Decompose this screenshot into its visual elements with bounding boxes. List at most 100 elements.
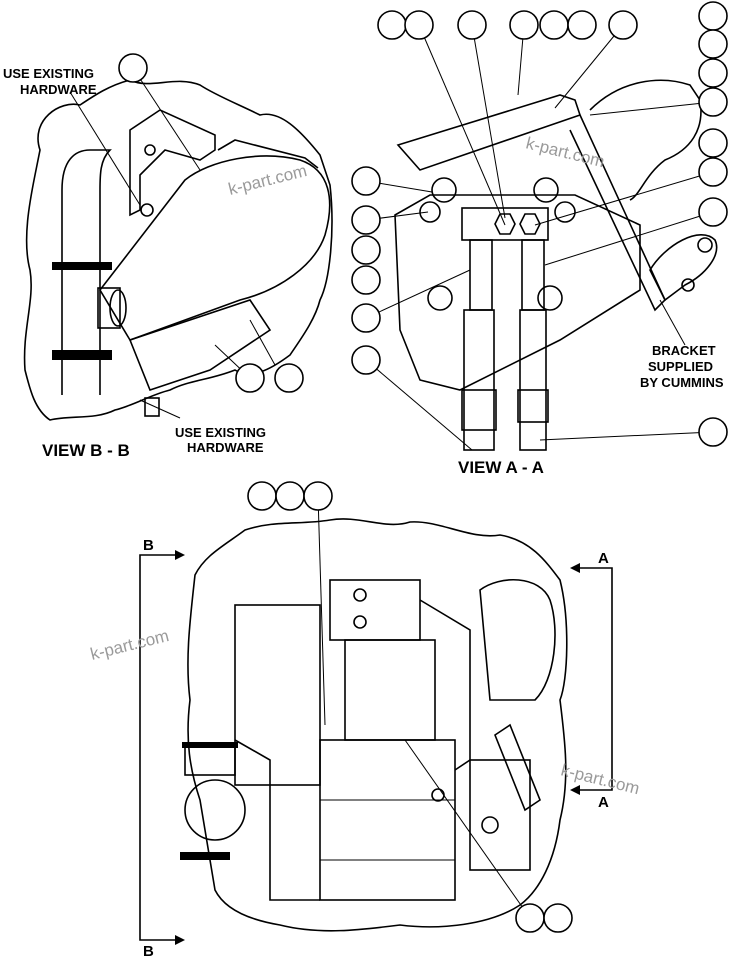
- view-a-arm-hole: [681, 278, 695, 292]
- main-callout-bubble: [515, 903, 545, 933]
- main-leader: [404, 739, 531, 919]
- view-b-leader-callout-3: [249, 319, 276, 366]
- view-b-clamp-upper: [52, 262, 112, 270]
- view-a-a: BRACKET SUPPLIED BY CUMMINS VIEW A - A k…: [351, 1, 728, 477]
- view-b-note-top-line1: USE EXISTING: [3, 66, 94, 81]
- view-a-hose-sleeve: [517, 389, 549, 423]
- view-a-bolt: [537, 285, 563, 311]
- view-a-callout-bubble: [608, 10, 638, 40]
- main-housing: [234, 604, 321, 786]
- view-b-leader-bottom-note: [139, 399, 181, 419]
- section-arrow-a-top: [570, 563, 580, 573]
- view-a-hose-left: [463, 309, 495, 451]
- main-break-outline: [187, 518, 568, 932]
- view-a-leader: [554, 24, 624, 109]
- view-a-manifold: [461, 207, 549, 241]
- view-a-callout-bubble: [698, 1, 728, 31]
- view-a-callout-bubble: [351, 303, 381, 333]
- view-a-callout-bubble: [351, 235, 381, 265]
- view-a-hex-fitting: [519, 213, 541, 235]
- main-right-bracket: [469, 759, 531, 871]
- view-a-callout-bubble: [698, 29, 728, 59]
- main-right-plate: [419, 599, 471, 771]
- view-b-callout-bubble: [118, 53, 148, 83]
- view-a-bolt: [419, 201, 441, 223]
- section-line-b: [139, 554, 175, 941]
- view-b-bolt-upper: [144, 144, 156, 156]
- view-a-hose-right: [519, 309, 547, 451]
- view-a-callout-bubble: [404, 10, 434, 40]
- view-a-mount-plate: [394, 194, 641, 391]
- view-a-note-line1: BRACKET: [652, 343, 716, 358]
- view-a-fitting-body: [469, 239, 493, 311]
- view-a-callout-bubble: [351, 345, 381, 375]
- view-a-arm-hole: [697, 237, 713, 253]
- main-center-column: [344, 639, 436, 741]
- main-housing-flange: [234, 739, 320, 901]
- main-callout-bubble: [275, 481, 305, 511]
- view-a-note-line3: BY CUMMINS: [640, 375, 724, 390]
- view-a-background-contour: [589, 79, 702, 201]
- view-a-callout-bubble: [698, 128, 728, 158]
- view-b-bolt-mid: [140, 203, 154, 217]
- view-a-callout-bubble: [698, 197, 728, 227]
- watermark: k-part.com: [524, 133, 607, 171]
- section-label-a-bottom: A: [598, 794, 609, 811]
- main-right-bolt: [481, 816, 499, 834]
- view-a-callout-bubble: [698, 87, 728, 117]
- watermark: k-part.com: [88, 626, 171, 664]
- view-b-flange-hole: [109, 289, 127, 327]
- view-b-flange: [97, 287, 121, 329]
- main-filter-clamp-lower: [180, 852, 230, 860]
- main-callout-bubble: [247, 481, 277, 511]
- watermark: k-part.com: [226, 161, 309, 199]
- view-a-top-bracket: [396, 94, 582, 171]
- view-a-title: VIEW A - A: [458, 458, 544, 477]
- view-b-hardware-bottom: [144, 397, 160, 417]
- view-a-callout-bubble: [377, 10, 407, 40]
- view-b-note-bottom-line2: HARDWARE: [187, 440, 264, 455]
- main-callout-bubble: [303, 481, 333, 511]
- main-center-block: [329, 579, 421, 641]
- view-b-housing: [99, 155, 331, 341]
- view-a-callout-bubble: [567, 10, 597, 40]
- view-a-callout-bubble: [698, 58, 728, 88]
- view-a-callout-bubble: [698, 157, 728, 187]
- view-b-b: USE EXISTING HARDWARE USE EXISTING HARDW…: [3, 53, 333, 460]
- view-b-leader-top-note: [69, 91, 141, 206]
- view-a-bolt: [554, 201, 576, 223]
- main-lower-body: [319, 739, 456, 901]
- view-a-bolt: [431, 177, 457, 203]
- view-a-hex-fitting: [494, 213, 516, 235]
- view-b-bracket: [129, 109, 216, 217]
- view-a-leader: [539, 431, 714, 441]
- view-a-callout-bubble: [351, 265, 381, 295]
- main-angled-fitting: [494, 723, 541, 812]
- main-bolt: [353, 615, 367, 629]
- view-b-callout-bubble: [274, 363, 304, 393]
- view-a-callout-bubble: [539, 10, 569, 40]
- view-b-note-bottom-line1: USE EXISTING: [175, 425, 266, 440]
- view-b-note-top-line2: HARDWARE: [20, 82, 97, 97]
- view-a-callout-bubble: [509, 10, 539, 40]
- view-a-note-line2: SUPPLIED: [648, 359, 713, 374]
- view-b-housing-lower: [128, 299, 272, 391]
- section-line-a: [580, 567, 613, 791]
- section-label-b-top: B: [143, 537, 154, 554]
- watermark: k-part.com: [559, 760, 642, 798]
- view-a-leader: [418, 24, 506, 226]
- main-intake-pipe: [479, 579, 556, 701]
- view-b-title: VIEW B - B: [42, 441, 130, 460]
- view-a-leader: [365, 359, 473, 451]
- view-a-bracket-arm: [649, 234, 718, 302]
- section-arrow-b-top: [175, 550, 185, 560]
- view-a-leader: [471, 24, 506, 219]
- main-round-filter: [184, 779, 246, 841]
- view-b-break-outline: [23, 79, 333, 421]
- view-a-callout-bubble: [351, 166, 381, 196]
- view-b-vertical-pipe: [61, 149, 112, 395]
- main-bolt: [353, 588, 367, 602]
- view-a-leader: [544, 211, 714, 266]
- view-a-side-bracket: [569, 114, 666, 312]
